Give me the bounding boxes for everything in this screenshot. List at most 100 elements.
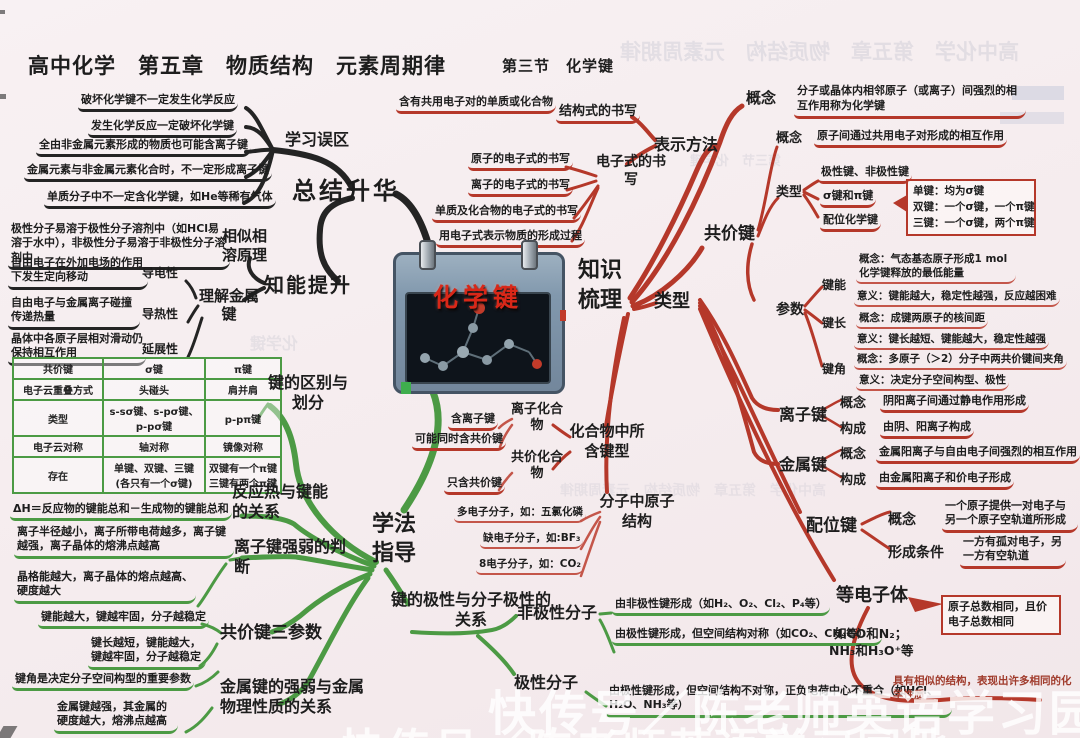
covalent-type-item: 极性键、非极性键 — [818, 163, 912, 184]
covalent-concept-text: 原子间通过共用电子对形成的相互作用 — [814, 127, 1007, 148]
table-cell: 共价键 — [12, 357, 104, 380]
node-covalent-compound: 共价化合物 — [510, 450, 563, 482]
node-representation: 表示方法 — [654, 135, 719, 154]
table-cell: 双键有一个π键 三键有两个π键 — [204, 456, 282, 494]
param3-item: 键能越大，键越牢固，分子越稳定 — [38, 608, 209, 629]
covalent-compound-item: 只含共价键 — [444, 474, 505, 495]
table-cell: 头碰头 — [102, 378, 206, 401]
scan-edge-mark — [0, 94, 6, 99]
node-polar-molecule: 极性分子 — [514, 673, 579, 692]
concept-key: 概念 — [746, 89, 777, 107]
mistake-item: 发生化学反应一定破坏化学键 — [88, 117, 237, 138]
table-cell: 肩并肩 — [204, 378, 282, 401]
node-parameters: 参数 — [776, 302, 804, 318]
ionic-judge-item: 晶格能越大，离子晶体的熔点越高、硬度越大 — [14, 570, 196, 604]
watermark-clipped: 快传号／陈老师英语学习园地 — [340, 714, 951, 738]
table-cell: σ键 — [102, 357, 206, 380]
polar-item: 由极性键形成，但空间结构不对称，正负电荷中心不重合（如HCl、H₂O、NH₃等） — [606, 684, 952, 718]
concept-key: 概念 — [840, 447, 867, 462]
table-cell: 轴对称 — [102, 435, 206, 458]
table-cell: s-sσ键、s-pσ键、p-pσ键 — [102, 399, 206, 437]
type-key: 类型 — [776, 185, 803, 200]
param3-item: 键长越短，键能越大，键越牢固，分子越稳定 — [88, 636, 206, 670]
node-summary-hub: 总结升华 — [292, 177, 400, 205]
dissolve-principle-text: 极性分子易溶于极性分子溶剂中（如HCl易溶于水中），非极性分子易溶于非极性分子溶… — [8, 222, 230, 270]
node-covalent-bond: 共价键 — [704, 224, 755, 244]
table-cell: 类型 — [12, 399, 104, 437]
param-meaning: 意义：键长越短、键能越大，稳定性越强 — [854, 331, 1049, 350]
clip-icon — [521, 240, 538, 270]
red-branches — [551, 103, 1042, 703]
mistake-item: 金属元素与非金属元素化合时，不一定形成离子键 — [24, 161, 272, 182]
node-compound-bond-types: 化合物中所含键型 — [569, 422, 645, 460]
covalent-type-item: 配位化学键 — [820, 211, 881, 232]
central-topic-label: 化学键 — [432, 283, 523, 312]
callout-wedge — [893, 195, 907, 212]
molecule-structure-item: 缺电子分子，如:BF₃ — [480, 530, 584, 549]
metallic-composition-text: 由金属阳离子和价电子形成 — [876, 469, 1014, 490]
concept-key: 概念 — [888, 512, 916, 528]
red-edge-mark — [560, 310, 566, 321]
chemical-bond-concept-text: 分子或晶体内相邻原子（或离子）间强烈的相互作用称为化学键 — [794, 84, 1026, 119]
table-cell: 电子云重叠方式 — [12, 378, 104, 401]
electron-formula-item: 单质及化合物的电子式的书写 — [432, 202, 581, 223]
param-meaning: 意义：决定分子空间构型、极性 — [856, 372, 1009, 391]
param-concept: 概念：多原子（＞2）分子中两共价键间夹角 — [854, 351, 1067, 370]
concept-key: 概念 — [840, 396, 867, 411]
param-meaning: 意义：键能越大，稳定性越强，反应越困难 — [854, 288, 1060, 307]
scan-edge-mark — [0, 10, 5, 14]
table-cell: π键 — [204, 357, 282, 380]
node-nonpolar-molecule: 非极性分子 — [517, 603, 598, 622]
nonpolar-item: 由非极性键形成（如H₂、O₂、Cl₂、P₄等） — [612, 595, 830, 616]
node-coordinate-bond: 配位键 — [806, 516, 857, 536]
molecule-structure-item: 8电子分子，如：CO₂ — [476, 556, 585, 575]
metal-property-text: 自由电子在外加电场的作用下发生定向移动 — [8, 256, 148, 290]
table-cell: p-pπ键 — [204, 399, 282, 437]
ionic-compound-item: 含离子键 — [448, 410, 498, 431]
metal-property-key: 导热性 — [142, 307, 179, 321]
molecule-structure-item: 多电子分子，如：五氯化磷 — [454, 504, 586, 523]
concept-key: 概念 — [776, 131, 803, 146]
isoelectronic-example: NH₃和H₃O⁺等 — [829, 643, 914, 658]
ionic-concept-text: 阴阳离子间通过静电作用形成 — [880, 392, 1029, 413]
callout-wedge — [908, 597, 943, 612]
nonpolar-item: 由极性键形成，但空间结构对称（如CO₂、CH₄等） — [612, 627, 882, 647]
composition-key: 构成 — [840, 473, 867, 488]
composition-key: 构成 — [840, 422, 867, 437]
table-cell: 镜像对称 — [204, 435, 282, 458]
param-concept: 概念：成键两原子的核间距 — [856, 310, 988, 329]
mistake-item: 破坏化学键不一定发生化学反应 — [78, 91, 238, 112]
isoelectronic-note: 具有相似的结构，表现出许多相同的化学性质 — [893, 675, 1072, 702]
node-ability-improve: 知能提升 — [264, 273, 352, 297]
page-title: 高中化学 第五章 物质结构 元素周期律 — [28, 54, 446, 78]
node-types: 类型 — [654, 291, 690, 312]
table-cell: 单键、双键、三键(各只有一个σ键) — [102, 456, 206, 494]
bond-box-line: 单键：均为σ键 — [913, 185, 985, 197]
isoelectronic-box: 原子总数相同，且价电子总数相同 — [941, 595, 1061, 635]
covalent-type-item: σ键和π键 — [820, 187, 877, 208]
node-ionic-strength-judge: 离子键强弱的判断 — [234, 537, 347, 576]
table-cell: 存在 — [12, 456, 104, 494]
node-covalent-three-params: 共价键三参数 — [220, 623, 322, 643]
node-learning-mistakes: 学习误区 — [285, 130, 350, 149]
electron-formula-item: 原子的电子式的书写 — [468, 150, 573, 171]
bleed-through-block — [1000, 112, 1064, 124]
node-ionic-compound: 离子化合物 — [510, 402, 563, 434]
node-metal-bond-relation: 金属键的强弱与金属物理性质的关系 — [220, 677, 365, 716]
param-name: 键能 — [822, 278, 847, 292]
formation-condition-key: 形成条件 — [888, 545, 944, 561]
mistake-item: 单质分子中不一定含化学键，如He等稀有气体 — [44, 188, 276, 209]
black-branches — [184, 106, 436, 359]
node-ionic-bond: 离子键 — [779, 405, 828, 424]
ionic-compound-item: 可能同时含共价键 — [412, 430, 506, 451]
ionic-composition-text: 由阴、阳离子构成 — [880, 418, 974, 439]
node-dissolve-principle: 相似相溶原理 — [222, 227, 268, 264]
node-isoelectronic: 等电子体 — [836, 585, 908, 606]
node-structural-formula: 结构式的书写 — [556, 100, 641, 124]
isoelectronic-example: 如CO和N₂； — [834, 626, 908, 641]
param3-item: 键角是决定分子空间构型的重要参数 — [12, 670, 194, 691]
central-topic-image: 化学键 — [393, 240, 566, 394]
molecule-graphic — [420, 302, 542, 371]
metal-property-key: 导电性 — [142, 266, 179, 280]
